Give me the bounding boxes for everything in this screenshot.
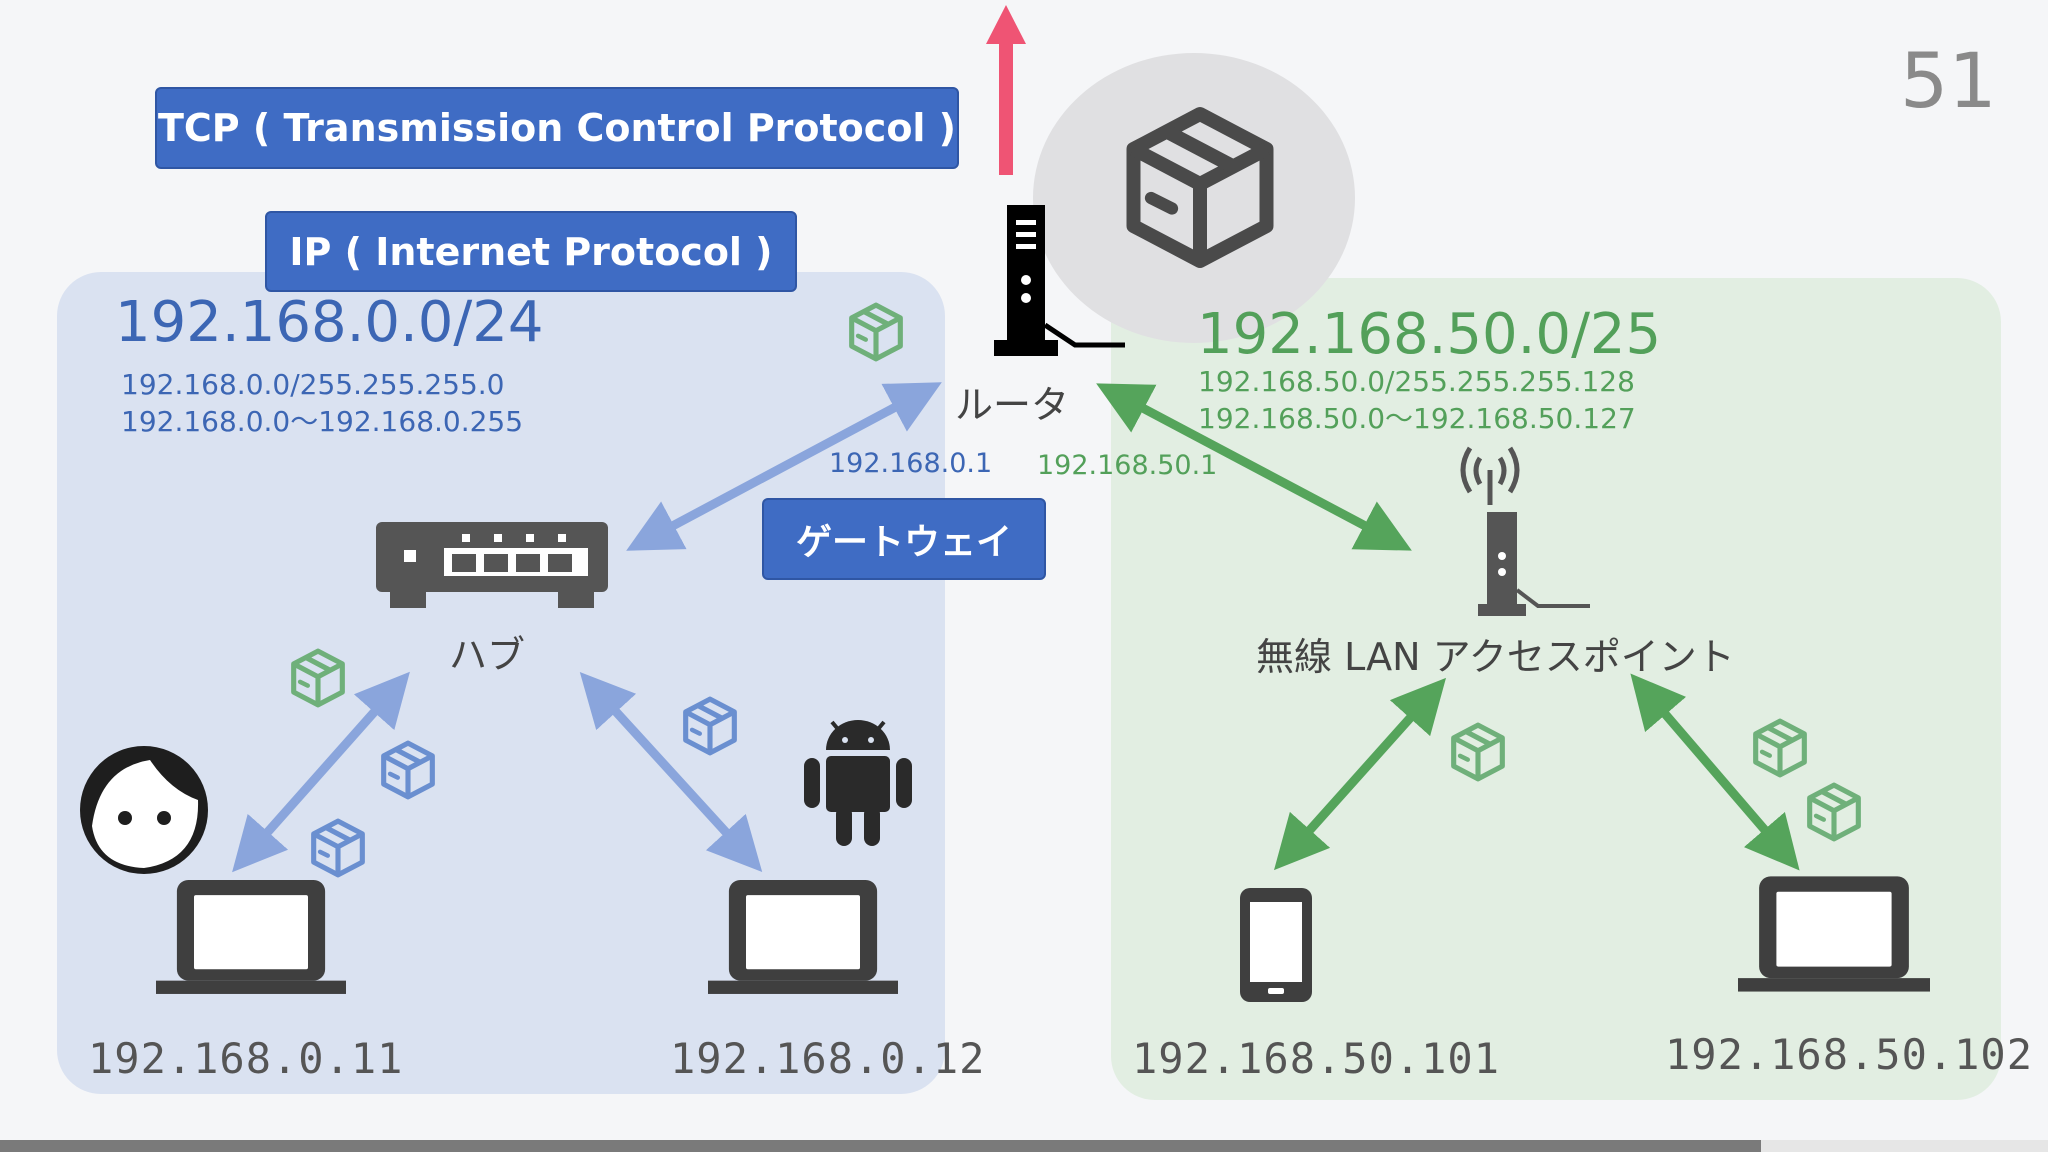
router-ap-arrow [1096, 383, 1412, 551]
laptop-icon-left-1 [156, 879, 346, 994]
package-icon-green-3 [1810, 785, 1859, 839]
left-subnet-range: 192.168.0.0～192.168.0.255 [121, 405, 524, 438]
android-icon [804, 720, 912, 846]
left-subnet-cidr: 192.168.0.0/24 [115, 290, 544, 355]
package-icon-green-2 [1756, 721, 1805, 775]
laptop-icon-left-2 [708, 879, 898, 994]
hub-icon [376, 522, 608, 608]
package-icon-blue-2 [314, 821, 363, 875]
hub-host2-arrow [579, 672, 763, 872]
laptop-icon-right-2 [1738, 876, 1930, 992]
hub-label: ハブ [449, 633, 526, 677]
tcp-label: TCP ( Transmission Control Protocol ) [155, 87, 959, 169]
wireless-ap-icon [1460, 446, 1590, 616]
router-label: ルータ [955, 383, 1070, 427]
package-icon-large [1134, 114, 1267, 261]
ip-label: IP ( Internet Protocol ) [265, 211, 797, 292]
package-icon-blue-3 [686, 699, 735, 753]
ap-laptop-arrow [1630, 673, 1800, 871]
left-subnet-mask: 192.168.0.0/255.255.255.0 [121, 368, 505, 401]
package-icon-green-left [294, 651, 343, 705]
right-subnet-cidr: 192.168.50.0/25 [1197, 302, 1662, 367]
page-number: 51 [1900, 36, 1997, 125]
ap-label: 無線 LAN アクセスポイント [1256, 635, 1735, 679]
hub-router-arrow [626, 382, 942, 551]
package-icon-blue-1 [384, 743, 433, 797]
progress-fill [0, 1140, 1762, 1152]
host-ip-left-2: 192.168.0.12 [670, 1034, 986, 1083]
uplink-arrow [986, 5, 1026, 175]
host-ip-right-2: 192.168.50.102 [1665, 1030, 2034, 1079]
host-ip-right-1: 192.168.50.101 [1132, 1034, 1501, 1083]
host-ip-left-1: 192.168.0.11 [88, 1034, 404, 1083]
package-icon-green-router [852, 305, 901, 359]
smartphone-icon [1240, 888, 1312, 1002]
ap-phone-arrow [1273, 677, 1447, 871]
router-icon [994, 205, 1125, 356]
package-icon-green-1 [1454, 725, 1503, 779]
host1-hub-arrow [232, 671, 410, 873]
person-face-icon [80, 746, 208, 874]
